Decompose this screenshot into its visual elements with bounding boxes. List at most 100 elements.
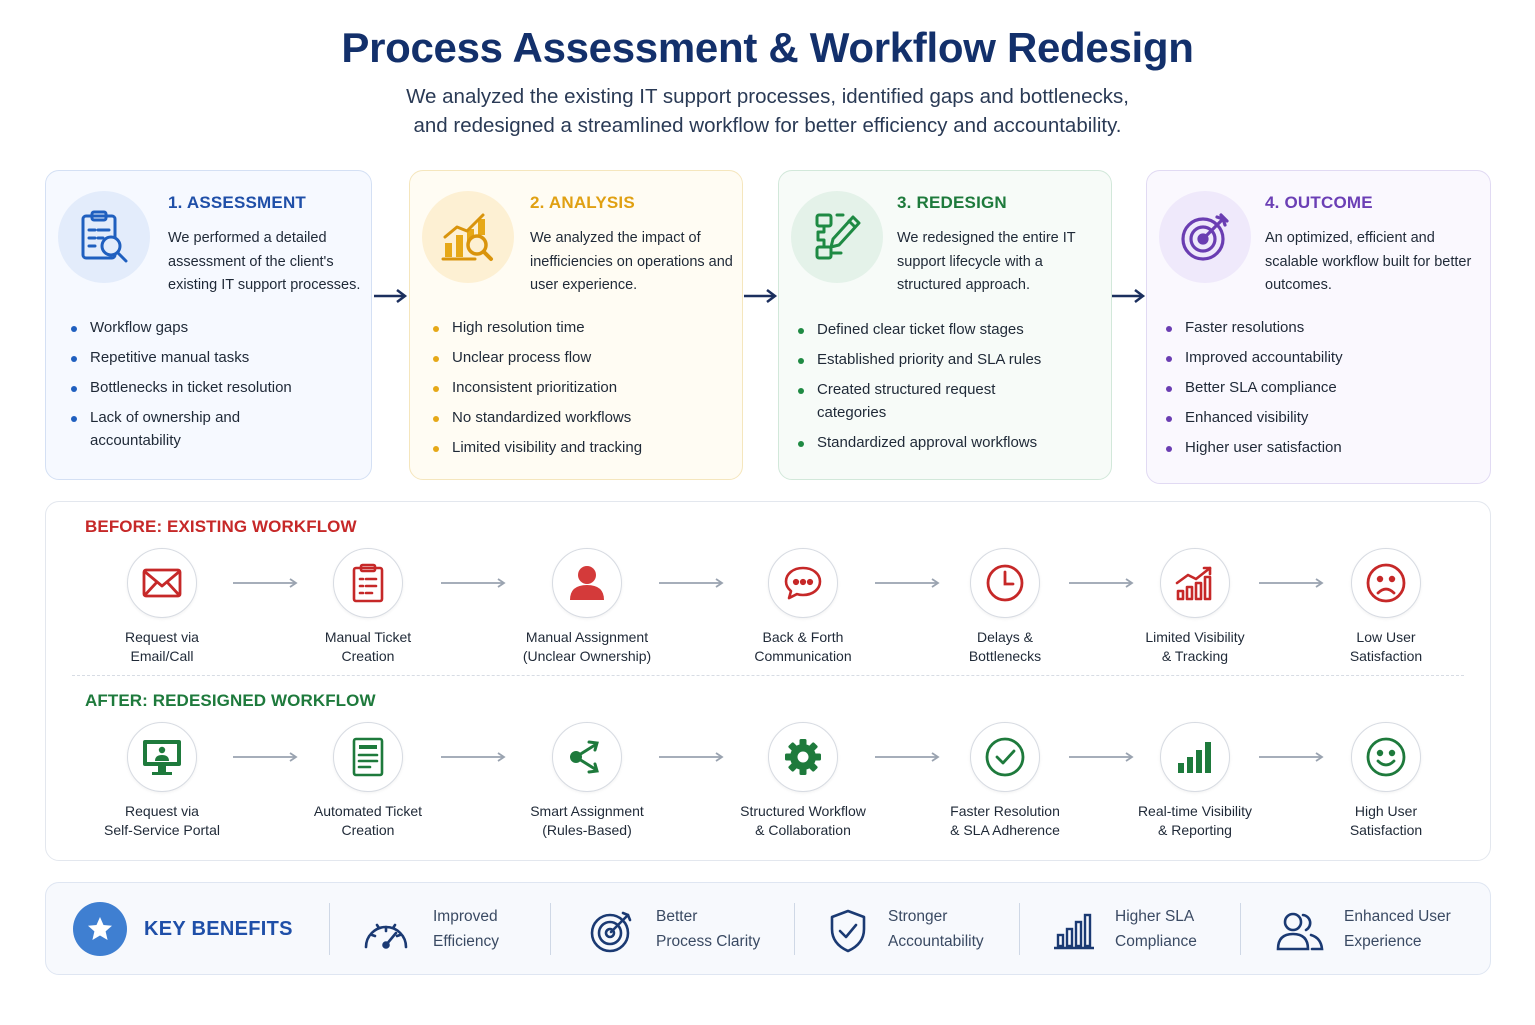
document-icon [333,722,403,792]
list-item: Created structured request categories [797,379,1047,424]
after-step: Smart Assignment(Rules-Based) [487,722,687,840]
phase-title: 3. REDESIGN [897,193,1007,212]
flow-arrow-icon [659,578,724,588]
phase-items: Defined clear ticket flow stages Establi… [797,319,1047,462]
phase-items: Workflow gaps Repetitive manual tasks Bo… [70,317,292,460]
phase-description: An optimized, efficient and scalable wor… [1265,230,1472,293]
arrow-right-icon [1112,289,1146,303]
monitor-icon [127,722,197,792]
flow-arrow-icon [441,752,506,762]
flowchart-pencil-icon [791,191,883,283]
gear-icon [768,722,838,792]
step-label: Delays &Bottlenecks [968,629,1042,664]
subtitle-line-2: and redesigned a streamlined workflow fo… [413,114,1122,137]
phase-items: High resolution time Unclear process flo… [432,317,642,467]
benefit-divider [1240,903,1241,955]
users-icon [1274,906,1326,956]
star-icon [73,902,127,956]
list-item: Faster resolutions [1165,317,1343,340]
step-label: Structured Workflow& Collaboration [740,803,866,838]
target-icon [586,906,638,956]
phase-card-redesign: 3. REDESIGN We redesigned the entire IT … [778,170,1112,480]
before-step: Delays &Bottlenecks [905,548,1105,666]
arrow-right-icon [744,289,778,303]
step-label: Limited Visibility& Tracking [1145,629,1245,664]
list-item: Established priority and SLA rules [797,349,1047,372]
speedometer-icon [360,906,412,956]
after-workflow-label: AFTER: REDESIGNED WORKFLOW [85,691,376,710]
phase-card-outcome: 4. OUTCOME An optimized, efficient and s… [1146,170,1491,484]
chart-magnifier-icon [422,191,514,283]
check-circle-icon [970,722,1040,792]
phase-description: We performed a detailed assessment of th… [168,230,361,293]
workflow-divider [72,675,1464,676]
phase-title: 1. ASSESSMENT [168,193,307,212]
before-workflow-label: BEFORE: EXISTING WORKFLOW [85,517,357,536]
happy-face-icon [1351,722,1421,792]
flow-arrow-icon [875,752,940,762]
phase-description: We redesigned the entire IT support life… [897,230,1076,293]
list-item: High resolution time [432,317,642,340]
flow-arrow-icon [1259,752,1324,762]
workflow-comparison-panel [45,501,1491,861]
shield-check-icon [822,906,874,956]
step-label: Manual Assignment(Unclear Ownership) [522,629,652,664]
benefit-divider [794,903,795,955]
flow-arrow-icon [659,752,724,762]
benefit-divider [1019,903,1020,955]
step-label: Faster Resolution& SLA Adherence [950,803,1060,838]
phase-items: Faster resolutions Improved accountabili… [1165,317,1343,467]
list-item: Better SLA compliance [1165,377,1343,400]
phase-title: 2. ANALYSIS [530,193,635,212]
sad-face-icon [1351,548,1421,618]
flow-arrow-icon [233,578,298,588]
clipboard-list-icon [333,548,403,618]
list-item: Workflow gaps [70,317,292,340]
list-item: Inconsistent prioritization [432,377,642,400]
list-item: Bottlenecks in ticket resolution [70,377,292,400]
clock-icon [970,548,1040,618]
chat-bubble-icon [768,548,838,618]
page-subtitle: We analyzed the existing IT support proc… [0,82,1535,140]
benefit-divider [550,903,551,955]
list-item: No standardized workflows [432,407,642,430]
clipboard-search-icon [58,191,150,283]
step-label: Smart Assignment(Rules-Based) [530,803,644,838]
list-item: Enhanced visibility [1165,407,1343,430]
flow-arrow-icon [1069,752,1134,762]
list-item: Unclear process flow [432,347,642,370]
flow-arrow-icon [233,752,298,762]
share-nodes-icon [552,722,622,792]
flow-arrow-icon [1069,578,1134,588]
after-step: Structured Workflow& Collaboration [703,722,903,840]
before-step: Manual Assignment(Unclear Ownership) [487,548,687,666]
person-icon [552,548,622,618]
before-step: Limited Visibility& Tracking [1095,548,1295,666]
subtitle-line-1: We analyzed the existing IT support proc… [406,85,1129,108]
arrow-right-icon [374,289,408,303]
flow-arrow-icon [441,578,506,588]
key-benefits-title: KEY BENEFITS [144,918,293,940]
target-arrow-icon [1159,191,1251,283]
phase-card-analysis: 2. ANALYSIS We analyzed the impact of in… [409,170,743,480]
bar-chart-trend-icon [1160,548,1230,618]
list-item: Lack of ownership and accountability [70,407,270,452]
email-icon [127,548,197,618]
key-benefits-panel [45,882,1491,975]
bar-chart-icon [1160,722,1230,792]
